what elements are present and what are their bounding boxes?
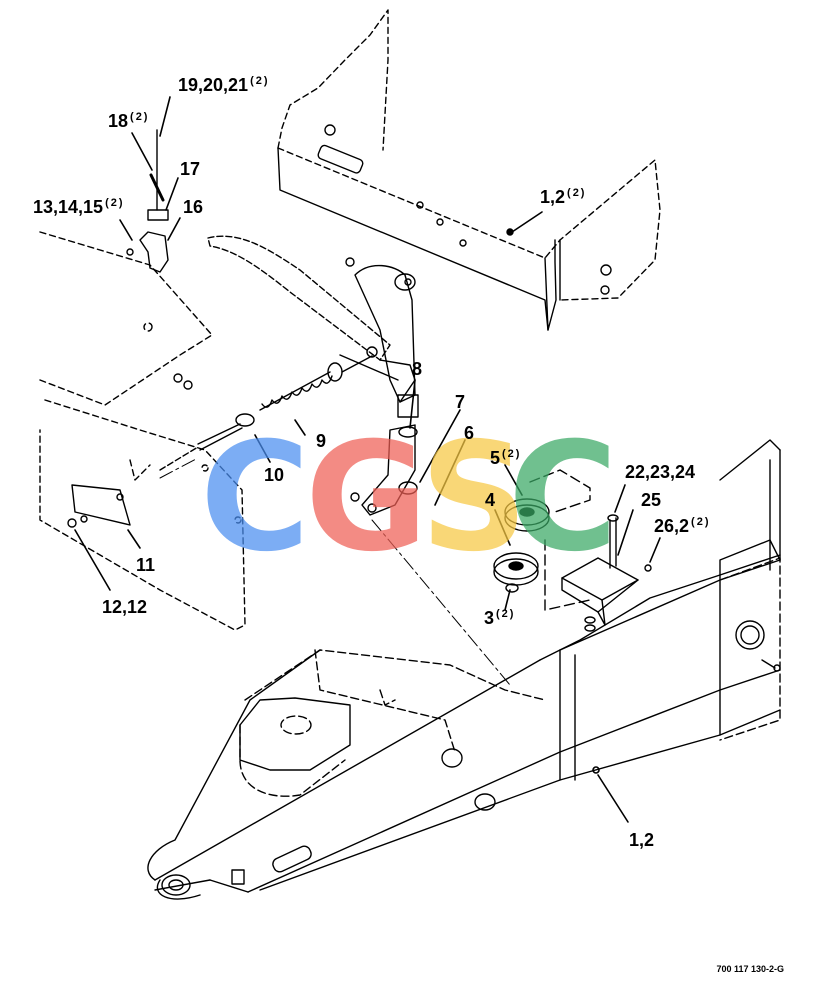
callout-1-2-top: 1,2(2) xyxy=(540,187,587,207)
callout-6: 6 xyxy=(464,423,475,443)
watermark-letter-c1: C xyxy=(200,411,311,585)
idler-pulleys xyxy=(493,469,591,611)
leader-lines xyxy=(74,96,661,823)
callout-16: 16 xyxy=(183,197,204,217)
callout-8: 8 xyxy=(412,359,423,379)
callout-7: 7 xyxy=(455,392,466,412)
callout-9: 9 xyxy=(316,431,327,451)
wear-strip xyxy=(67,484,131,528)
callout-11: 11 xyxy=(136,555,156,575)
main-frame xyxy=(147,449,781,900)
callout-5: 5(2) xyxy=(490,448,522,468)
document-number: 700 117 130-2-G xyxy=(716,964,784,974)
idler-bracket xyxy=(350,424,418,516)
idler-arm-assembly xyxy=(207,235,419,418)
left-upper-shield xyxy=(39,231,213,406)
callout-17: 17 xyxy=(180,159,201,179)
right-side-panel xyxy=(719,439,781,741)
callout-10: 10 xyxy=(264,465,285,485)
mounting-hardware xyxy=(126,129,412,390)
callout-1-2-bottom: 1,2 xyxy=(629,830,655,850)
watermark-letter-g: G xyxy=(305,411,429,585)
left-lower-shield xyxy=(39,399,246,631)
callout-25: 25 xyxy=(641,490,662,510)
pulley-mount-bracket xyxy=(561,514,652,632)
tension-spring xyxy=(159,355,373,471)
callout-12-12: 12,12 xyxy=(102,597,148,617)
callout-26-2: 26,2(2) xyxy=(654,516,711,536)
callout-4: 4 xyxy=(485,490,496,510)
upper-cross-member xyxy=(277,9,661,331)
centerlines xyxy=(159,457,511,686)
watermark-letter-s: S xyxy=(420,411,529,585)
callout-3: 3(2) xyxy=(484,608,516,628)
watermark-letter-c2: C xyxy=(508,411,619,585)
callout-18: 18(2) xyxy=(108,111,150,131)
watermark: C G S C xyxy=(200,423,620,573)
callout-22-23-24: 22,23,24 xyxy=(625,462,696,482)
frame-hidden-lines xyxy=(239,649,546,797)
callout-13-14-15: 13,14,15(2) xyxy=(33,197,125,217)
callout-19-20-21: 19,20,21(2) xyxy=(178,75,270,95)
